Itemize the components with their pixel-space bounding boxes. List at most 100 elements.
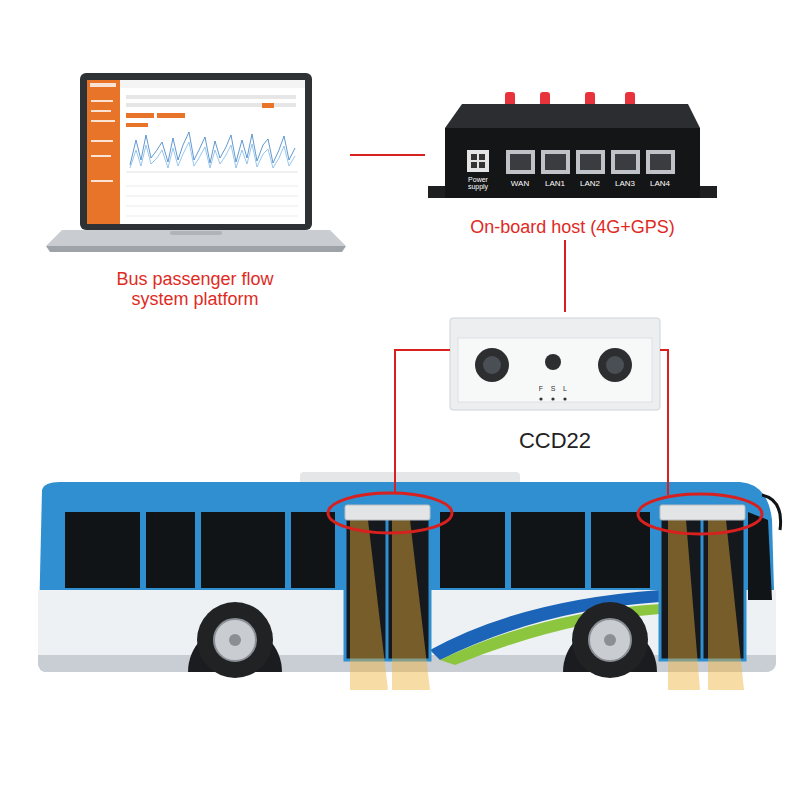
laptop-illustration-part [170,231,222,235]
laptop-illustration-part [126,172,298,173]
laptop-illustration-part [91,110,111,112]
laptop-illustration-part [126,196,298,197]
bus-illustration-part [440,512,650,588]
camera-sensor: CCD22 [445,312,665,455]
bus-illustration-part [638,494,762,534]
laptop-illustration-part [120,80,305,88]
onboard-host: On-board host (4G+GPS) [425,86,720,240]
host-illustration-part [428,186,445,198]
bus-illustration-part [214,619,256,661]
host-illustration-part [445,104,700,128]
camera-illustration-part [483,356,501,374]
laptop-illustration-part [91,120,115,122]
host-illustration-part [576,150,605,174]
bus-illustration-part [285,512,291,588]
laptop-illustration-part [80,73,312,230]
bus-illustration-part [328,493,452,533]
laptop-illustration-part [262,103,274,108]
node-label: Bus passenger flow system platform [95,269,295,312]
node-label: CCD22 [519,428,591,455]
bus-illustration-part [701,515,704,660]
camera-illustration [450,318,660,410]
laptop-illustration-part [91,100,113,102]
bus-illustration-part [386,515,389,660]
host-illustration-part [445,128,700,198]
bus-illustration-part [708,520,744,690]
laptop-illustration-part [90,83,116,87]
laptop-illustration-part [87,80,305,224]
bus-illustration-part [350,520,388,690]
host-illustration-part [580,154,601,170]
bus-illustration-part [140,512,146,588]
port-label: LAN4 [643,180,677,188]
bus-illustration-part [65,512,335,588]
indicator-label: S [548,385,558,392]
host-illustration-part [467,150,489,172]
laptop-illustration-part [126,95,296,99]
bus-illustration-part [572,602,648,678]
laptop-illustration-part [91,180,113,182]
laptop-illustration-part [126,123,148,127]
port-label: LAN2 [573,180,607,188]
node-label: On-board host (4G+GPS) [470,217,675,240]
port-label: LAN1 [538,180,572,188]
laptop-illustration-part [130,142,295,168]
port-label: Power supply [464,176,492,191]
bus-illustration [38,472,781,690]
port-label: WAN [503,180,537,188]
host-illustration-part [650,154,671,170]
bus-illustration-part [762,495,781,530]
laptop-illustration-part [46,230,346,246]
laptop-illustration [46,73,346,252]
bus-illustration-part [229,634,241,646]
camera-illustration-part [545,354,561,370]
bus-illustration-part [589,619,631,661]
leader-lines [395,350,668,495]
leader-lines-part [660,350,668,495]
connector-line [564,240,566,312]
laptop-illustration-part [87,80,120,224]
laptop-illustration-part [91,140,113,142]
host-illustration-part [615,154,636,170]
camera-illustration-part [450,318,660,410]
camera-illustration-part [551,397,554,400]
camera-illustration-part [458,338,652,402]
bus-illustration-part [195,512,201,588]
laptop-platform: Bus passenger flow system platform [40,66,350,312]
camera-illustration-part [475,348,509,382]
bus-illustration-part [604,634,616,646]
indicator-label: F [536,385,546,392]
host-illustration-part [479,162,485,168]
laptop-illustration-part [157,113,185,118]
host-illustration-part [541,150,570,174]
host-illustration-part [700,186,717,198]
bus-illustration-part [197,602,273,678]
laptop-illustration-part [126,206,298,207]
camera-illustration-part [539,397,542,400]
host-illustration-part [510,154,531,170]
laptop-illustration-part [126,186,298,187]
laptop-illustration-part [126,103,296,107]
host-illustration-part [506,150,535,174]
laptop-illustration-part [126,113,154,118]
indicator-label: L [560,385,570,392]
bus-illustration-part [660,505,745,520]
port-label: LAN3 [608,180,642,188]
leader-lines-part [395,350,450,492]
camera-illustration-part [563,397,566,400]
host-illustration-part [471,162,477,168]
camera-illustration-part [598,348,632,382]
host-illustration-part [471,154,477,160]
host-illustration-part [545,154,566,170]
bus-illustration-part [505,512,511,588]
bus-illustration-part [668,520,700,690]
bus-illustration-part [585,512,591,588]
camera-illustration-part [606,356,624,374]
laptop-illustration-part [126,216,298,217]
laptop-illustration-part [46,246,346,252]
host-illustration-part [479,154,485,160]
host-illustration-part [611,150,640,174]
